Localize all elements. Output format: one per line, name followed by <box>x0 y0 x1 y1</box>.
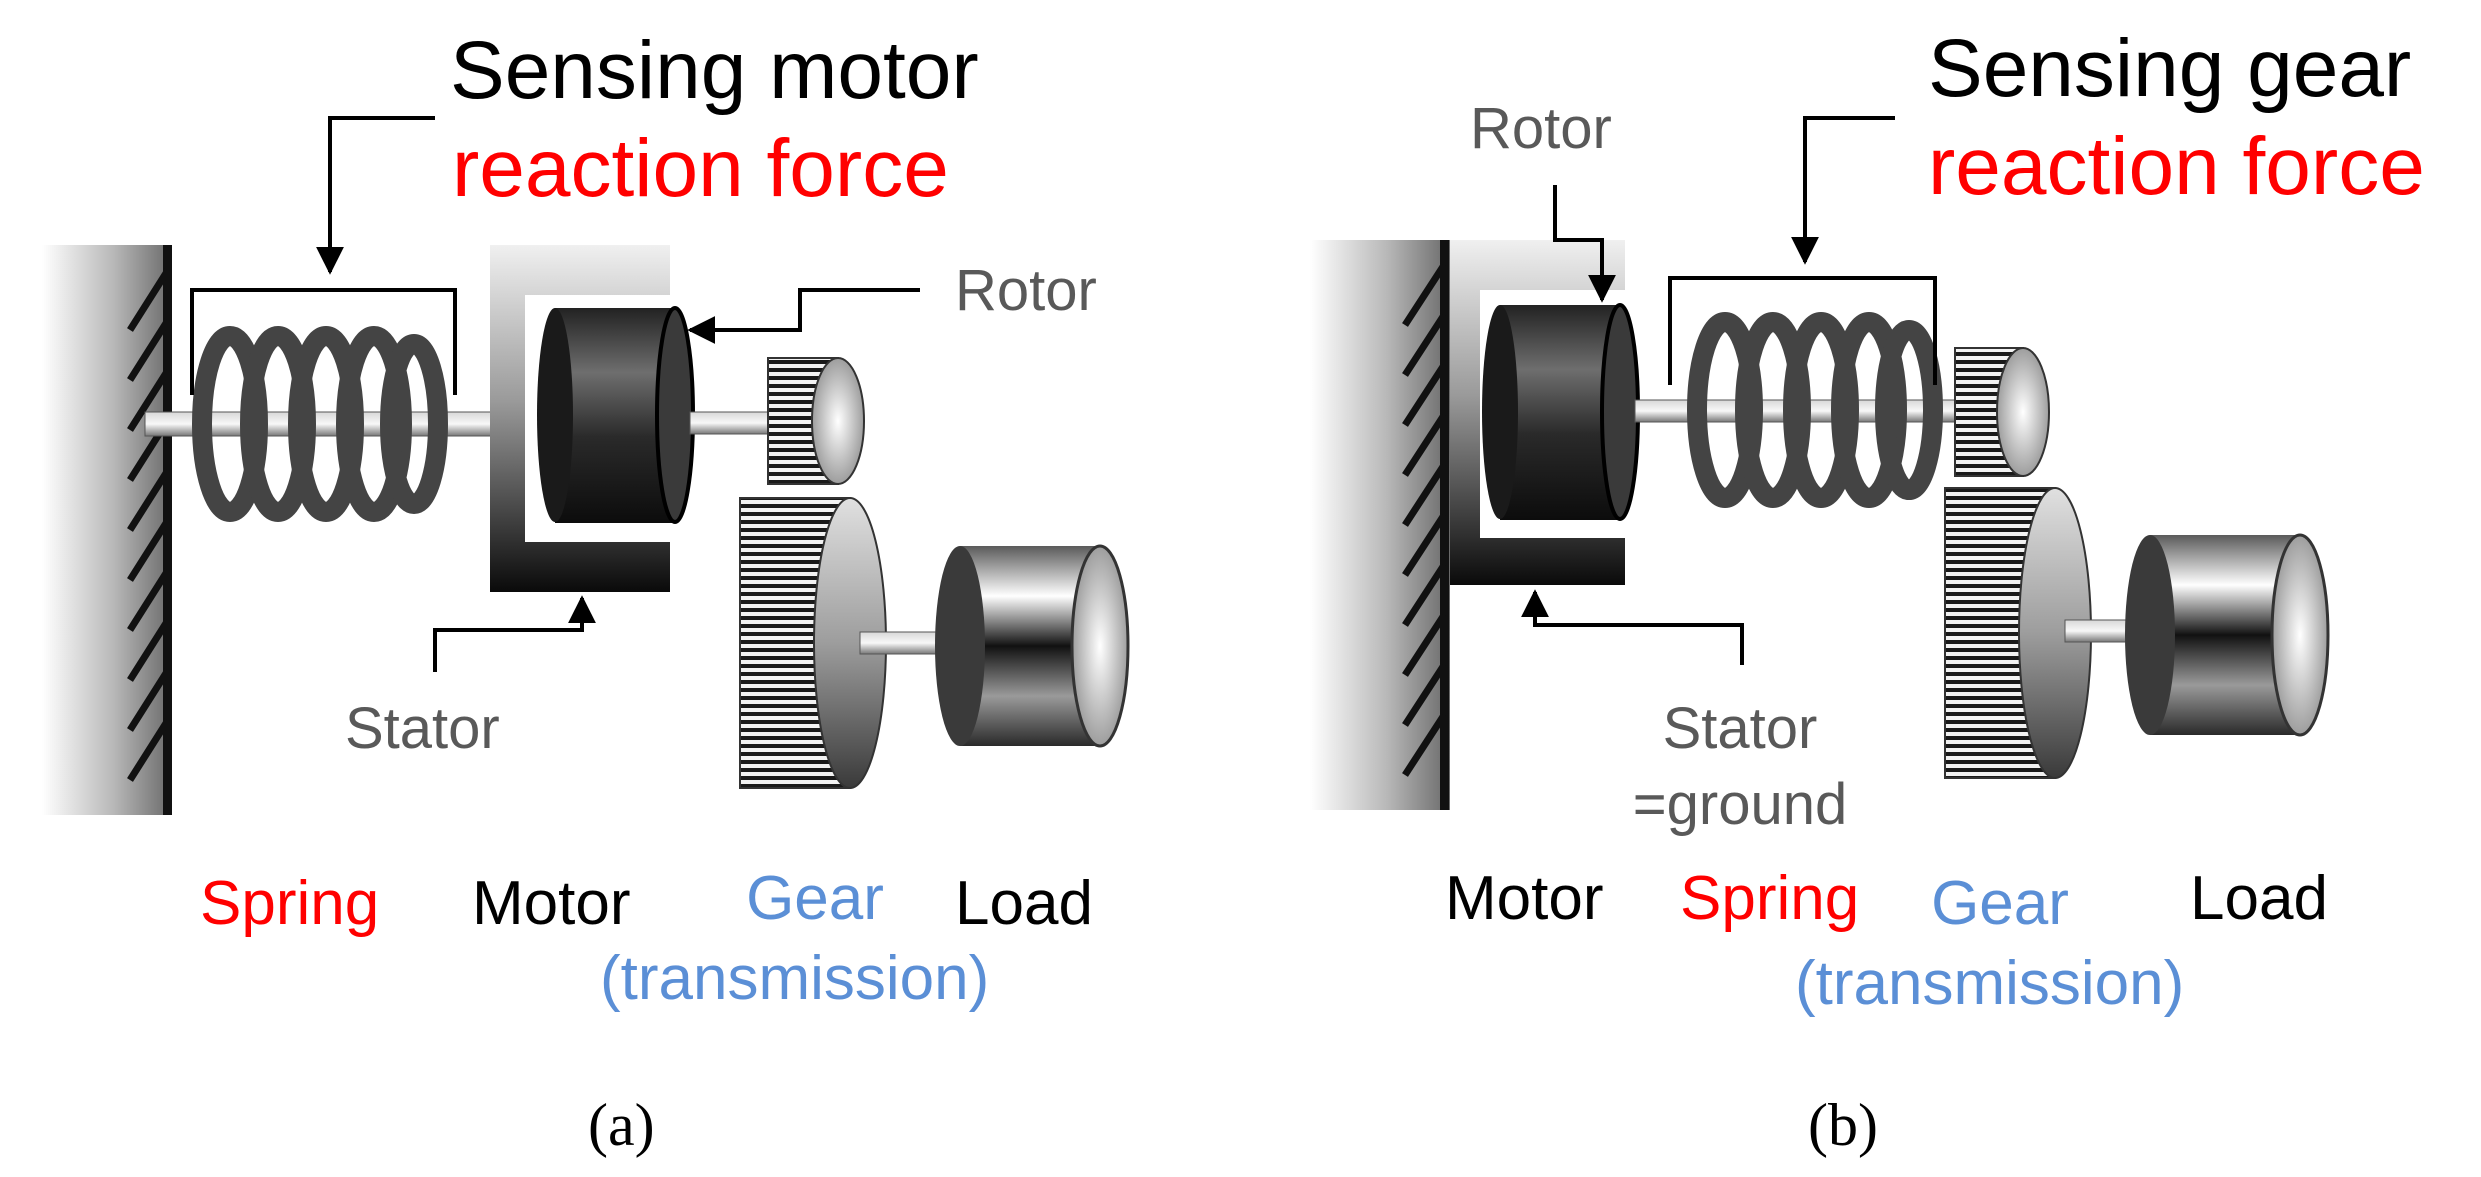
panel-a-gear-label: Gear <box>746 864 884 933</box>
panel-a-stator <box>490 245 670 592</box>
panel-a-large-gear <box>739 497 887 789</box>
panel-b-motor-label: Motor <box>1445 864 1604 933</box>
panel-a-stator-arrow <box>433 595 596 672</box>
panel-a-shaft-3 <box>859 631 939 655</box>
panel-a-title-arrow <box>316 116 435 275</box>
panel-a-rotor-label: Rotor <box>955 258 1097 323</box>
panel-b-title-arrow <box>1791 116 1895 265</box>
panel-b-wall <box>1310 240 1450 810</box>
panel-b-spring-bracket <box>1668 276 1937 385</box>
panel-b-rotor-label: Rotor <box>1470 96 1612 161</box>
panel-b-stator <box>1450 240 1625 585</box>
panel-a-rotor-arrow <box>687 288 920 344</box>
panel-b-transmission-label: (transmission) <box>1795 949 2185 1018</box>
panel-b-caption: (b) <box>1808 1092 1878 1158</box>
panel-b-graphics <box>1310 116 2330 810</box>
panel-b-rotor-arrow <box>1553 185 1616 303</box>
panel-a-spring-label: Spring <box>200 869 380 938</box>
panel-b-spring <box>1687 312 1943 508</box>
panel-a-spring <box>192 326 448 522</box>
panel-a-caption: (a) <box>588 1092 655 1158</box>
panel-b-title-line2: reaction force <box>1928 121 2425 212</box>
panel-a-transmission-label: (transmission) <box>600 944 990 1013</box>
panel-b-stator-label-line2: =ground <box>1632 772 1848 837</box>
panel-b-load-label: Load <box>2190 864 2328 933</box>
panel-b-rotor <box>1482 303 1640 521</box>
panel-b-large-gear <box>1944 487 2092 779</box>
panel-b-gear-label: Gear <box>1931 869 2069 938</box>
panel-a-small-gear <box>767 357 865 485</box>
panel-a-stator-label: Stator <box>345 696 500 761</box>
panel-b-small-gear <box>1954 347 2050 477</box>
panel-b-title-line1: Sensing gear <box>1928 23 2412 114</box>
panel-a-title-line2: reaction force <box>452 123 949 214</box>
panel-a-graphics <box>42 116 1130 815</box>
panel-b-stator-arrow <box>1521 589 1744 665</box>
panel-b-spring-label: Spring <box>1680 864 1860 933</box>
panel-a-motor-label: Motor <box>472 869 631 938</box>
panel-a-wall <box>42 245 172 815</box>
panel-a-load-label: Load <box>955 869 1093 938</box>
panel-b-load <box>2125 533 2330 737</box>
panel-a-spring-bracket <box>190 288 457 395</box>
panel-a-shaft-2 <box>689 411 771 435</box>
panel-a-load <box>935 544 1130 748</box>
panel-a-rotor <box>537 306 695 524</box>
panel-a-title-line1: Sensing motor <box>450 25 979 116</box>
panel-b-stator-label-line1: Stator <box>1662 696 1818 761</box>
